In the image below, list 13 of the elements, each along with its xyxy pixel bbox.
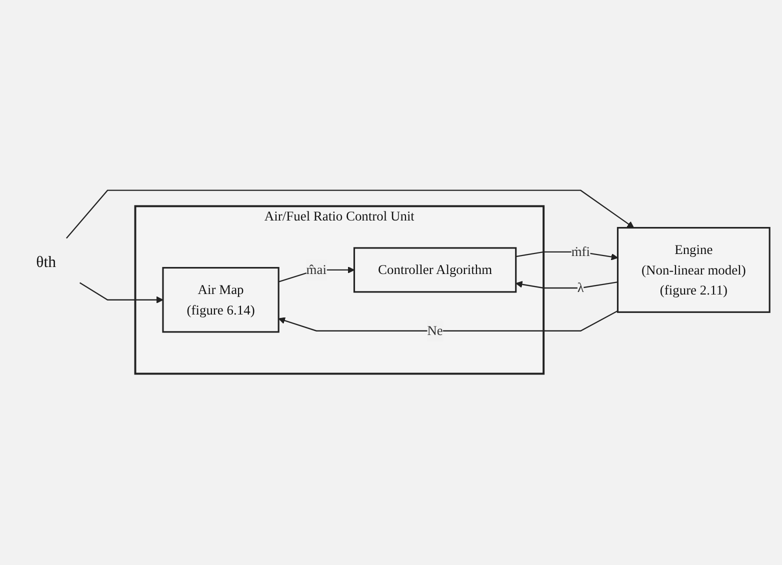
edge-label: Ne — [427, 324, 443, 339]
arrow — [278, 310, 618, 332]
node-text: θth — [36, 254, 56, 272]
edge-label: m̂ai — [306, 262, 327, 278]
node-box: Air Map (figure 6.14) — [162, 267, 280, 334]
arrow — [80, 282, 164, 304]
arrow — [516, 252, 618, 261]
arrow — [66, 190, 634, 240]
node-box: Controller Algorithm — [353, 248, 517, 294]
edge-label: ṁfi — [571, 244, 590, 260]
arrow — [516, 281, 618, 290]
edge-label: λ — [577, 280, 584, 296]
node-box: Engine (Non-linear model) (figure 2.11) — [616, 227, 770, 314]
